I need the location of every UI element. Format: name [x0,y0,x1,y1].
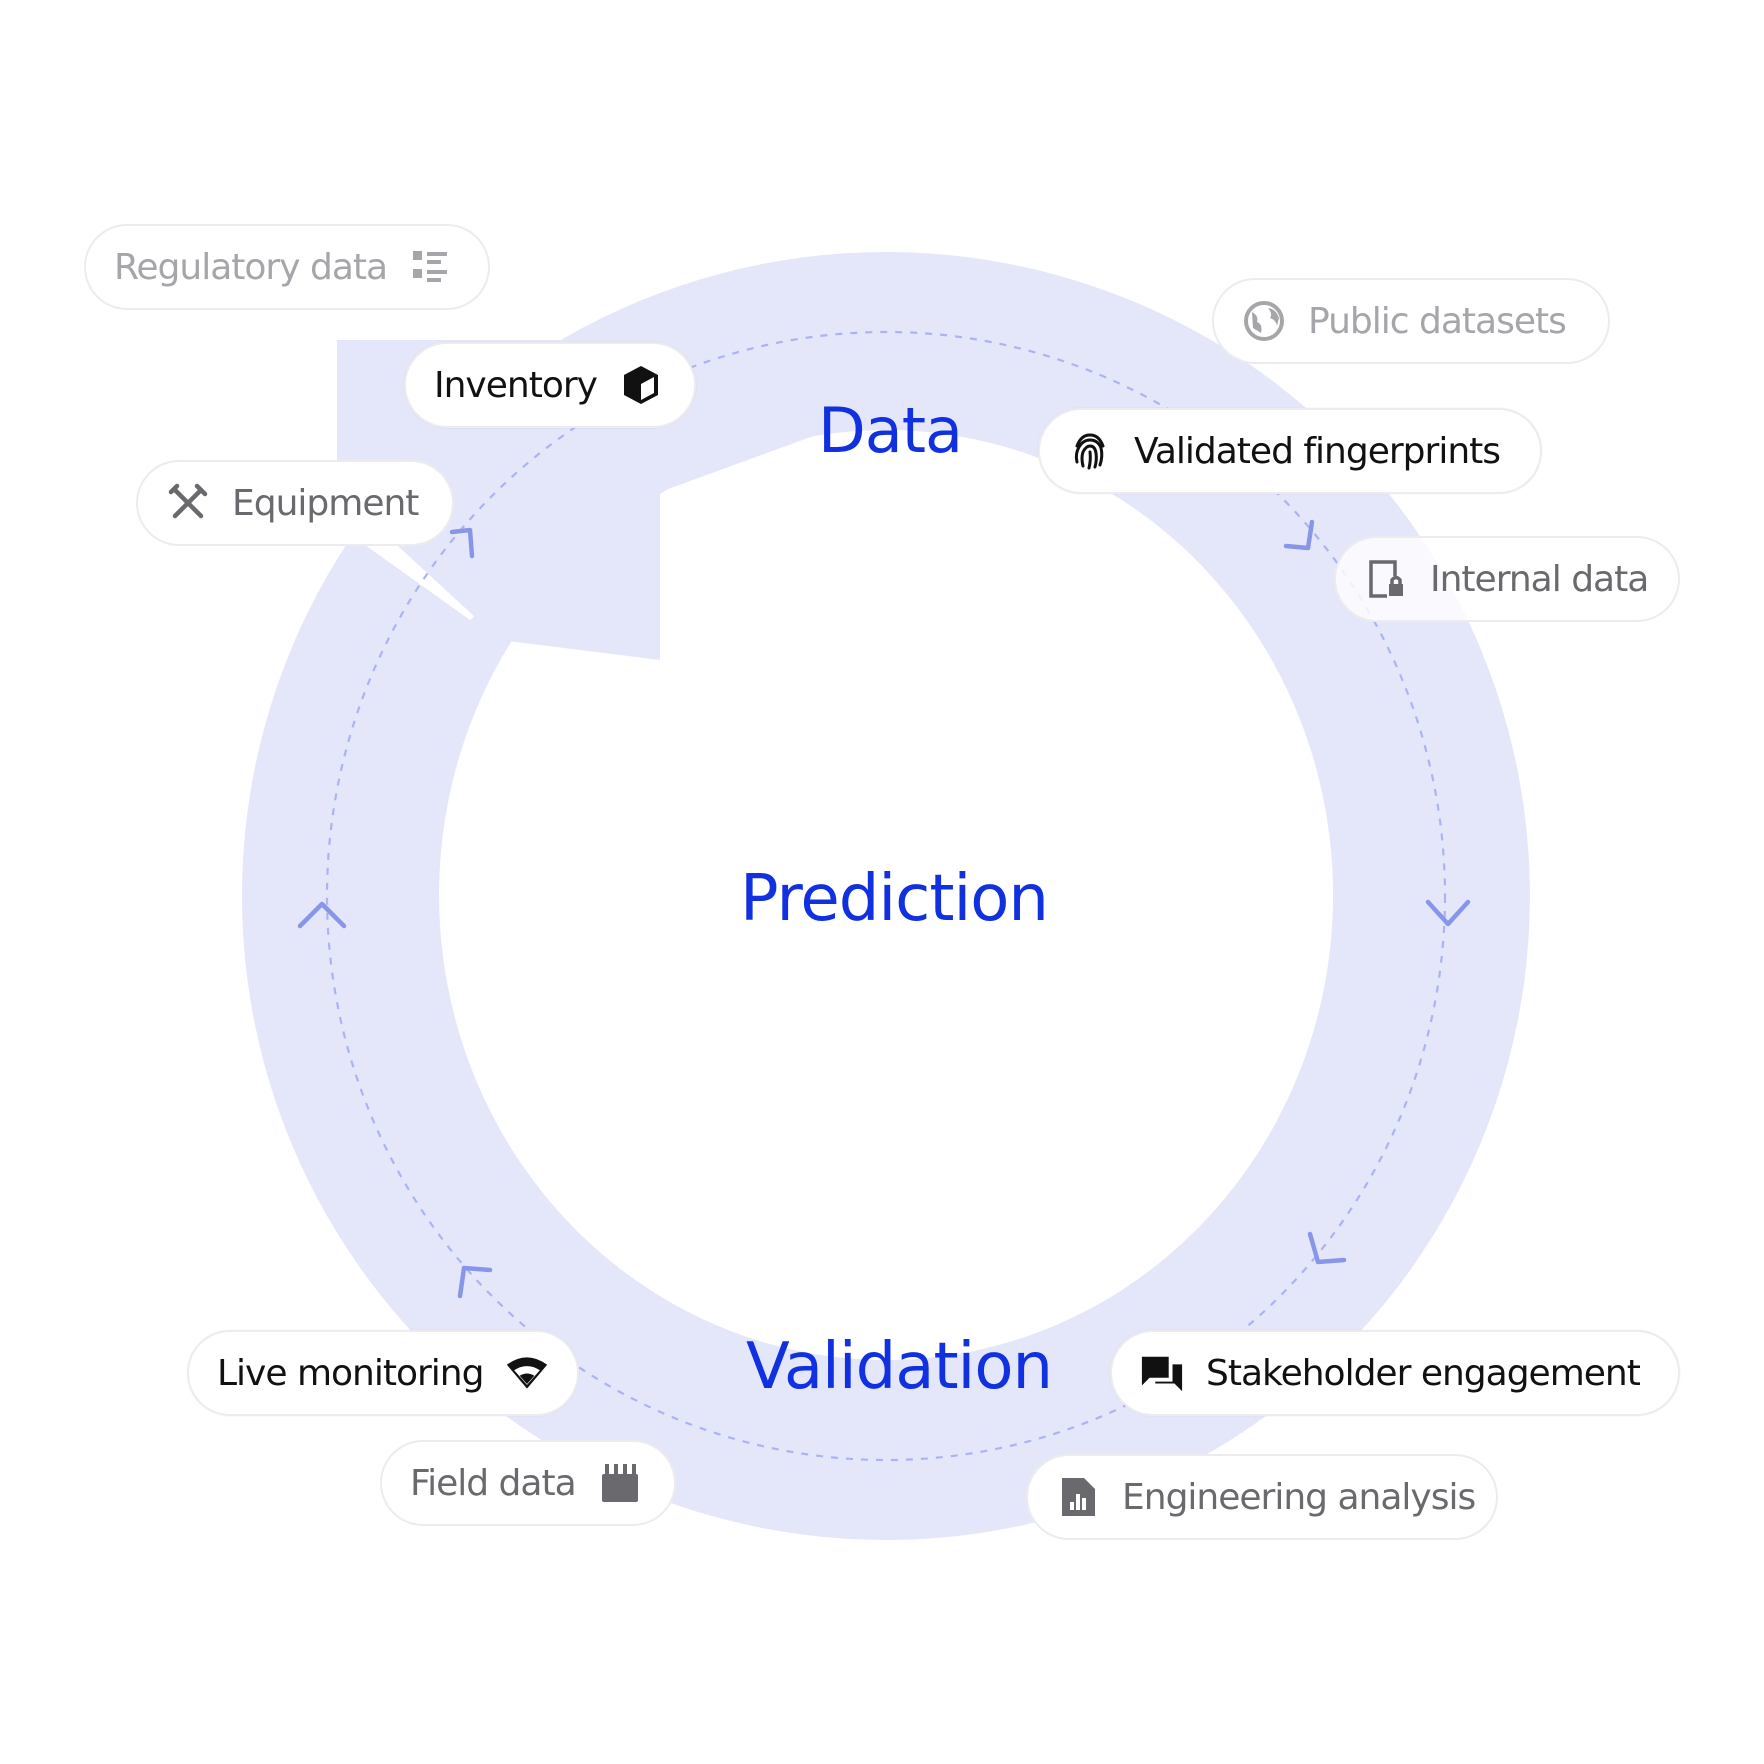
orbit-arrow-bottom-right [1307,1231,1347,1265]
orbit-arrow-bottom-left [457,1265,493,1299]
pill-regulatory-data: Regulatory data [84,224,490,310]
cube-icon [619,363,663,407]
pill-public-datasets: Public datasets [1212,278,1610,364]
pill-label: Public datasets [1308,300,1567,342]
pill-inventory: Inventory [404,342,696,428]
phase-label-validation: Validation [746,1330,1053,1404]
orbit-arrow-upper-right [1283,519,1315,551]
pill-validated-fingerprints: Validated fingerprints [1038,408,1542,494]
fence-icon [598,1461,642,1505]
pill-label: Validated fingerprints [1134,430,1501,472]
ring-inner-edge-fix [652,300,830,492]
locked-file-icon [1364,557,1408,601]
tools-icon [166,481,210,525]
pill-label: Equipment [232,482,419,524]
orbit-arrow-right [1425,899,1471,927]
pill-engineering-analysis: Engineering analysis [1026,1454,1498,1540]
wifi-icon [505,1351,549,1395]
phase-label-data: Data [818,394,963,467]
pill-label: Stakeholder engagement [1206,1352,1641,1394]
orbit-arrow-upper-left [449,527,475,559]
pill-label: Engineering analysis [1122,1476,1476,1518]
pill-equipment: Equipment [136,460,454,546]
dashed-orbit [325,330,1447,1462]
list-icon [409,245,453,289]
pill-label: Live monitoring [217,1352,484,1394]
pill-label: Inventory [434,364,598,406]
ring-left-edge [470,620,502,650]
orbit-arrow-left [297,901,347,929]
pill-label: Regulatory data [114,246,388,288]
pill-stakeholder-engagement: Stakeholder engagement [1110,1330,1680,1416]
cycle-ring [241,252,1530,1540]
chat-icon [1140,1351,1184,1395]
center-title: Prediction [740,862,1049,936]
pill-field-data: Field data [380,1440,676,1526]
report-icon [1056,1475,1100,1519]
pill-internal-data: Internal data [1334,536,1680,622]
pill-live-monitoring: Live monitoring [187,1330,579,1416]
fingerprint-icon [1068,429,1112,473]
pill-label: Internal data [1430,558,1649,600]
globe-icon [1242,299,1286,343]
pill-label: Field data [410,1462,577,1504]
